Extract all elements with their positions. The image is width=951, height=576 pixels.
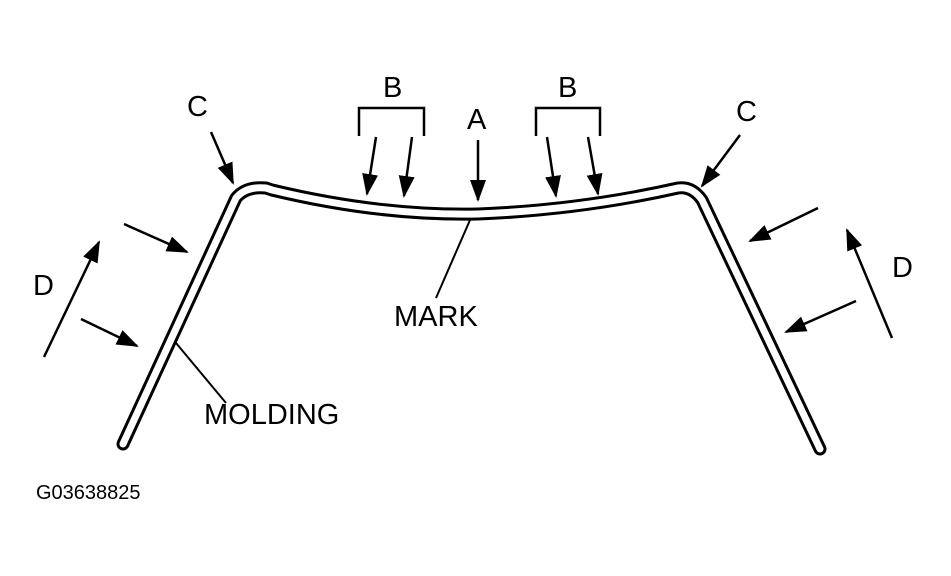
b-arrow-3 (545, 136, 561, 198)
d-arrow-left (42, 240, 101, 358)
mark-leader-line (435, 219, 471, 299)
b-bracket-right (534, 106, 602, 136)
molding-strip (116, 181, 827, 456)
d-arrow-right (845, 228, 894, 339)
b-bracket-left (357, 106, 426, 136)
b-arrow-2 (398, 136, 415, 198)
molding-leader-line (175, 342, 227, 404)
label-b-left: B (383, 72, 403, 104)
label-c-right: C (736, 96, 757, 128)
b-arrow-4 (586, 136, 603, 196)
label-molding: MOLDING (204, 399, 340, 431)
label-d-right: D (892, 252, 913, 284)
c-arrow-right (700, 134, 742, 188)
c-arrow-left (209, 131, 235, 185)
label-b-right: B (558, 72, 578, 104)
label-d-left: D (33, 270, 54, 302)
label-c-left: C (187, 91, 208, 123)
label-mark: MARK (394, 301, 478, 333)
label-a: A (467, 104, 487, 136)
right-press-arrow-upper (748, 206, 819, 243)
left-press-arrow-lower (80, 317, 139, 348)
right-press-arrow-lower (784, 299, 857, 334)
b-arrow-1 (362, 136, 379, 196)
left-press-arrow-upper (123, 222, 189, 254)
figure-code: G03638825 (36, 482, 141, 504)
